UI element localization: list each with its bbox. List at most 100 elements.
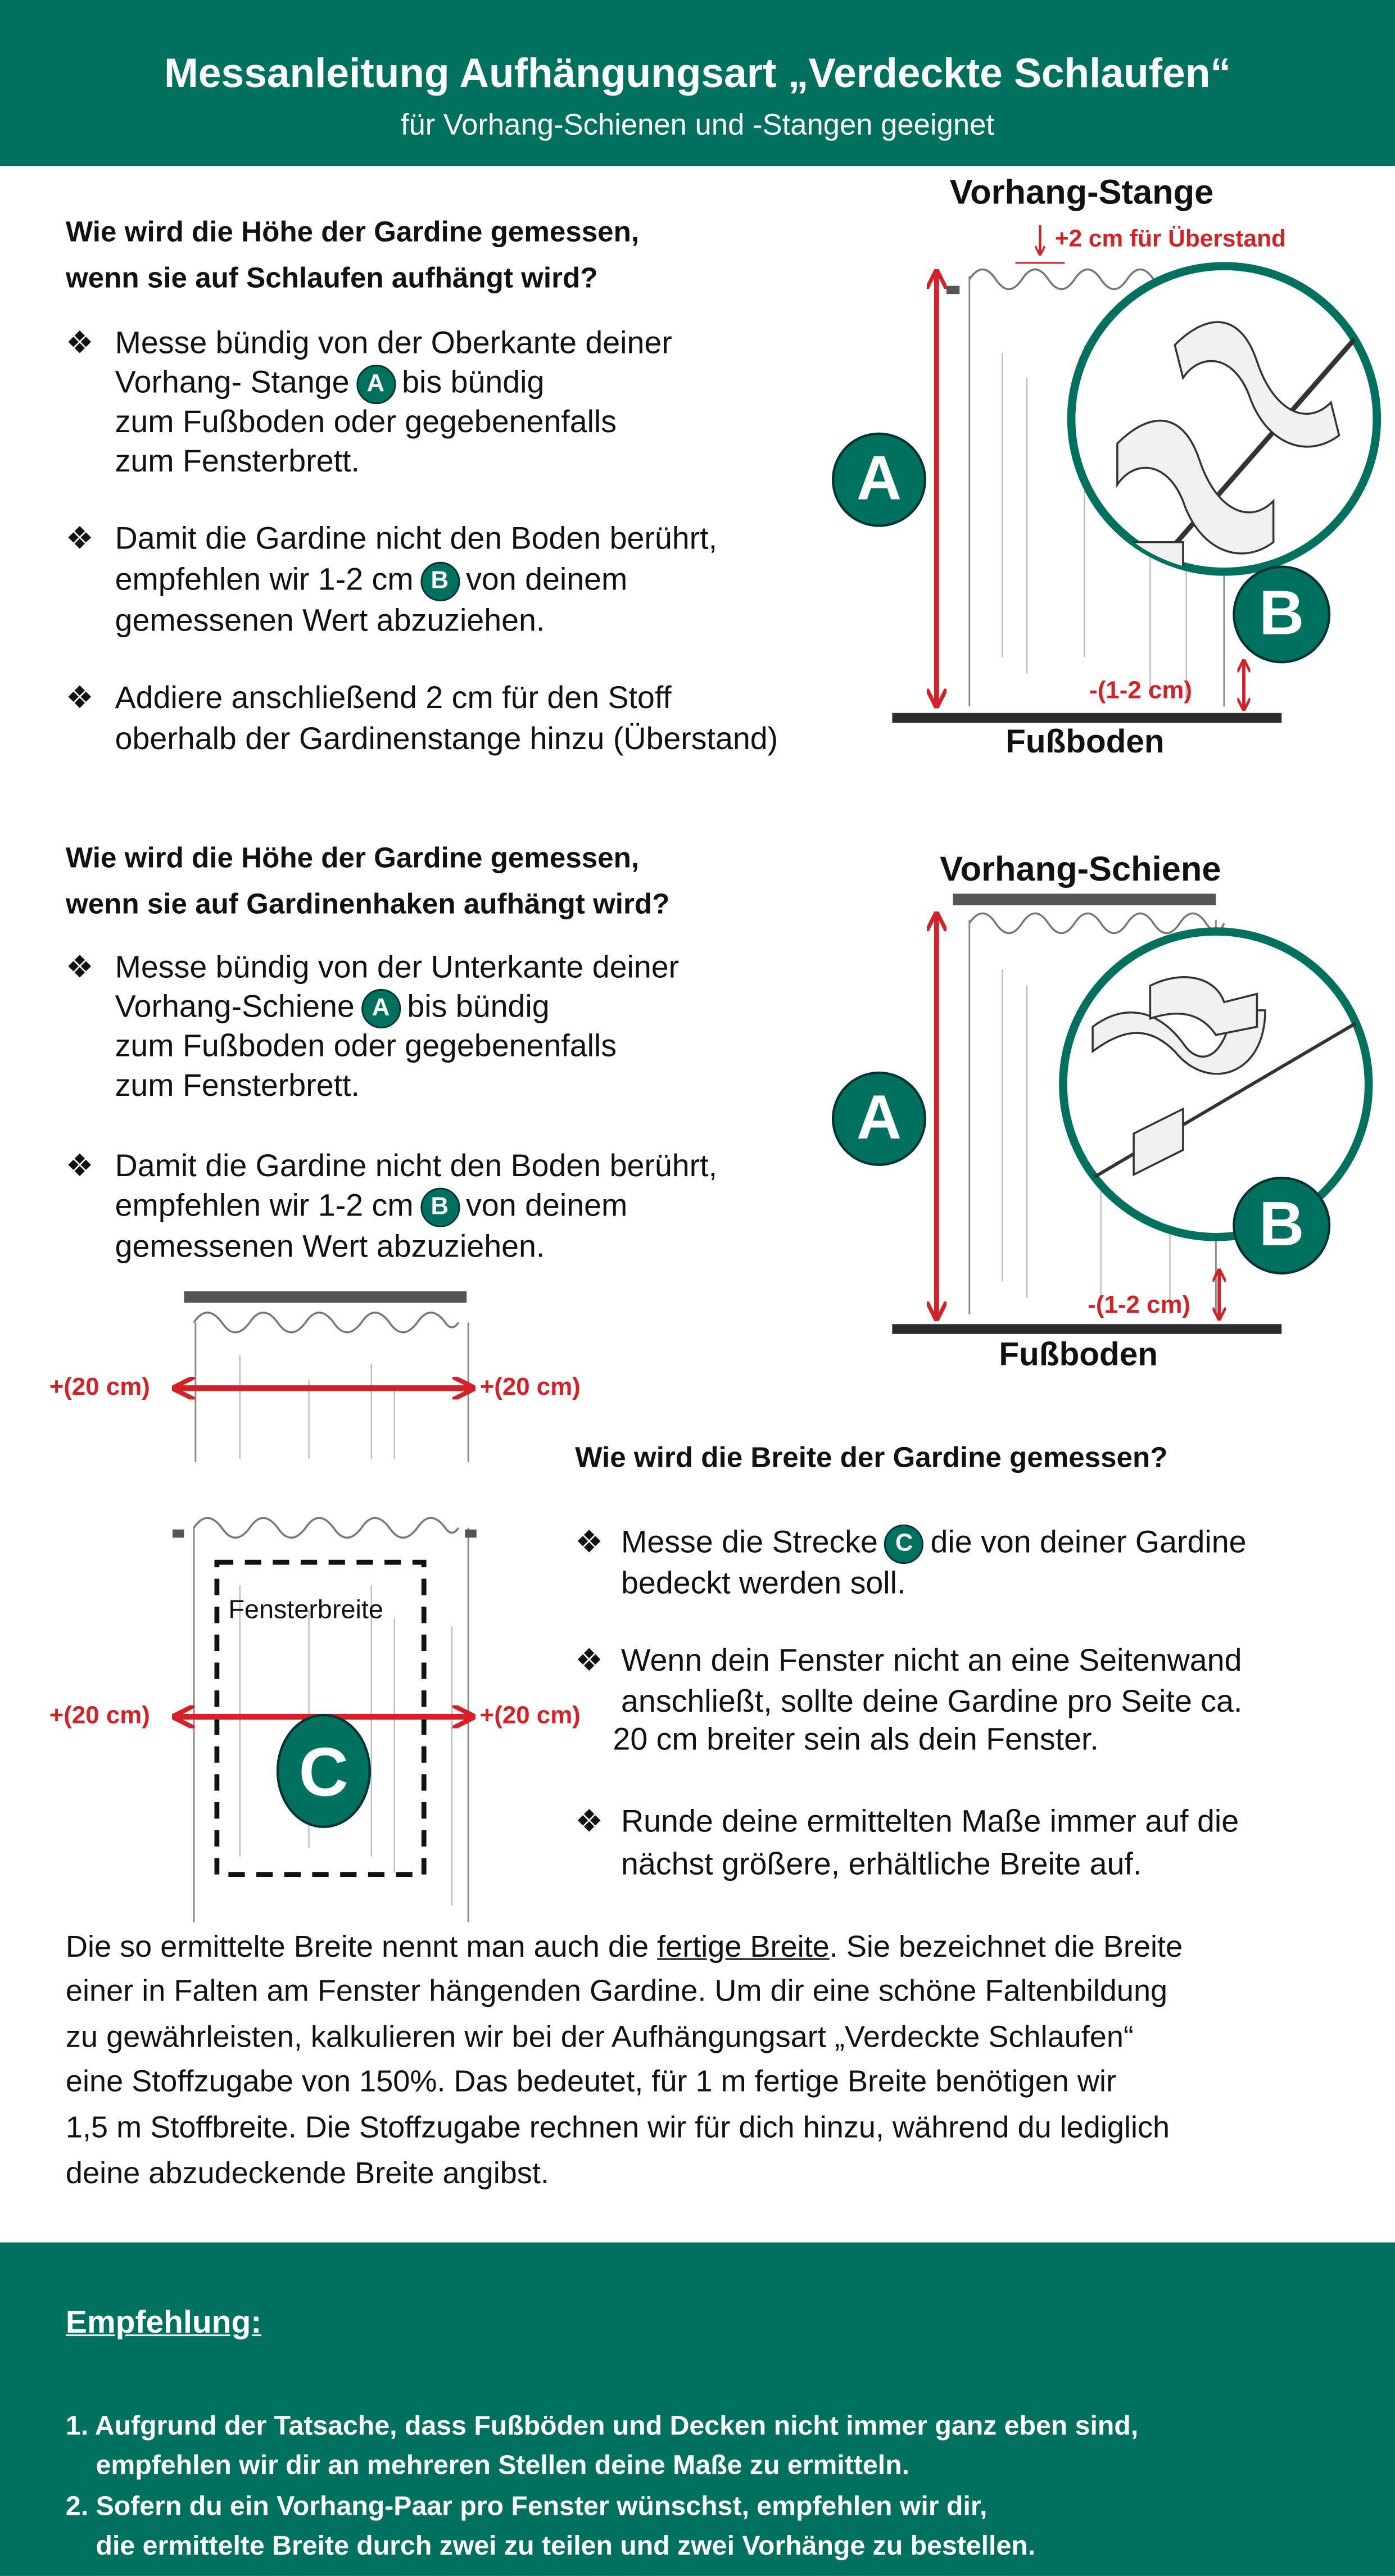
marker-b: B [1259, 1191, 1305, 1260]
floor-line [892, 713, 1282, 723]
gap-label: -(1-2 cm) [1089, 677, 1192, 705]
hook-fabric [1091, 1009, 1266, 1075]
badge-a: A [361, 988, 401, 1029]
floor-label: Fußboden [1006, 724, 1165, 761]
text: empfehlen wir 1-2 cm [115, 563, 414, 598]
diamond-bullet-icon: ❖ [575, 1526, 604, 1561]
diamond-bullet-icon: ❖ [65, 326, 94, 362]
text: Vorhang-Schiene [115, 990, 355, 1026]
section3-heading: Wie wird die Breite der Gardine gemessen… [575, 1440, 1168, 1474]
diamond-bullet-icon: ❖ [65, 682, 94, 716]
marker-c: C [298, 1733, 349, 1811]
header-band: Messanleitung Aufhängungsart „Verdeckte … [0, 0, 1395, 166]
rod-end-left [946, 285, 960, 294]
instruction-line: anschließt, sollte deine Gardine pro Sei… [621, 1685, 1243, 1720]
instruction-line: Wenn dein Fenster nicht an eine Seitenwa… [621, 1644, 1242, 1679]
instruction-line: 20 cm breiter sein als dein Fenster. [613, 1723, 1099, 1758]
extra-right-label: +(20 cm) [479, 1373, 581, 1402]
recommendation-item: die ermittelte Breite durch zwei zu teil… [65, 2531, 1036, 2561]
marker-b-circle [1233, 565, 1331, 664]
paragraph-line: zu gewährleisten, kalkulieren wir bei de… [65, 2019, 1134, 2054]
badge-a: A [356, 364, 396, 405]
paragraph-line: eine Stoffzugabe von 150%. Das bedeutet,… [65, 2063, 1116, 2098]
text: von deinem [466, 1189, 628, 1224]
loop-detail-magnifier [1067, 262, 1382, 576]
marker-b: B [1259, 579, 1305, 649]
diamond-bullet-icon: ❖ [65, 951, 94, 986]
section1-heading: wenn sie auf Schlaufen aufhängt wird? [65, 261, 598, 294]
marker-a: A [856, 1084, 902, 1154]
recommendation-band: Empfehlung: 1. Aufgrund der Tatsache, da… [0, 2242, 1395, 2576]
extra-right-label: +(20 cm) [479, 1702, 581, 1730]
recommendation-item: 1. Aufgrund der Tatsache, dass Fußböden … [65, 2411, 1139, 2442]
paragraph-line: 1,5 m Stoffbreite. Die Stoffzugabe rechn… [65, 2109, 1170, 2144]
instruction-line: bedeckt werden soll. [621, 1567, 906, 1602]
rail [953, 894, 1216, 905]
instruction-line: zum Fensterbrett. [115, 1069, 360, 1104]
marker-c-circle [276, 1713, 371, 1829]
paragraph-line: deine abzudeckende Breite angibst. [65, 2155, 549, 2190]
text: Die so ermittelte Breite nennt man auch … [65, 1929, 658, 1963]
width-diagram-bottom [173, 1517, 477, 1922]
floor-label: Fußboden [999, 1337, 1158, 1373]
diamond-bullet-icon: ❖ [575, 1644, 604, 1679]
overhang-label: +2 cm für Überstand [1054, 226, 1286, 253]
loop-fabric [1174, 321, 1340, 448]
instruction-line: Runde deine ermittelten Maße immer auf d… [621, 1805, 1239, 1840]
text: Vorhang- Stange [115, 366, 350, 401]
diamond-bullet-icon: ❖ [575, 1805, 604, 1840]
badge-c: C [884, 1524, 924, 1564]
text: bis bündig [402, 366, 545, 401]
text: die von deiner Gardine [930, 1526, 1247, 1561]
instruction-line: gemessenen Wert abzuziehen. [115, 1230, 545, 1266]
diamond-bullet-icon: ❖ [65, 1150, 94, 1185]
recommendation-item: empfehlen wir dir an mehreren Stellen de… [65, 2451, 910, 2481]
curtain-rod-diagram [831, 225, 1382, 723]
term-fertige-breite: fertige Breite [657, 1929, 830, 1963]
instruction-line: Addiere anschließend 2 cm für den Stoff [115, 682, 672, 716]
instruction-line: oberhalb der Gardinenstange hinzu (Übers… [115, 723, 778, 758]
rod-label: Vorhang-Stange [949, 174, 1214, 212]
page-title: Messanleitung Aufhängungsart „Verdeckte … [164, 51, 1231, 97]
section1-heading: Wie wird die Höhe der Gardine gemessen, [65, 215, 640, 248]
paragraph-line: Die so ermittelte Breite nennt man auch … [66, 1927, 1183, 1966]
instruction-line: Messe bündig von der Unterkante deiner [115, 951, 680, 986]
marker-a-circle [831, 432, 927, 527]
floor-line [892, 1324, 1282, 1334]
marker-a: A [856, 445, 902, 515]
gap-label: -(1-2 cm) [1088, 1291, 1191, 1319]
recommendation-item: 2. Sofern du ein Vorhang-Paar pro Fenste… [65, 2492, 988, 2522]
text: bis bündig [407, 990, 550, 1026]
instruction-line: Damit die Gardine nicht den Boden berühr… [115, 522, 718, 557]
badge-b: B [420, 561, 460, 601]
instruction-line: zum Fensterbrett. [115, 445, 360, 480]
section2-heading: Wie wird die Höhe der Gardine gemessen, [65, 841, 640, 874]
instruction-line: gemessenen Wert abzuziehen. [115, 604, 545, 640]
text: empfehlen wir 1-2 cm [115, 1189, 414, 1224]
instruction-line: Damit die Gardine nicht den Boden berühr… [115, 1150, 718, 1185]
paragraph-line: einer in Falten am Fenster hängenden Gar… [65, 1973, 1168, 2008]
instruction-line: nächst größere, erhältliche Breite auf. [621, 1848, 1142, 1883]
text: . Sie bezeichnet die Breite [829, 1929, 1183, 1963]
instruction-line: zum Fußboden oder gegebenenfalls [115, 406, 617, 441]
recommendation-title: Empfehlung: [65, 2305, 262, 2341]
curtain-rail-diagram [831, 894, 1373, 1334]
page-subtitle: für Vorhang-Schienen und -Stangen geeign… [400, 108, 995, 142]
diamond-bullet-icon: ❖ [65, 522, 94, 557]
width-diagram-top [174, 1291, 473, 1462]
text: Messe die Strecke [621, 1526, 878, 1561]
instruction-line: Messe bündig von der Oberkante deiner [115, 326, 672, 362]
window-width-label: Fensterbreite [228, 1597, 383, 1625]
text: von deinem [466, 563, 628, 598]
instruction-line: zum Fußboden oder gegebenenfalls [115, 1030, 617, 1065]
rail-label: Vorhang-Schiene [940, 851, 1221, 889]
extra-left-label: +(20 cm) [49, 1373, 150, 1402]
badge-b: B [420, 1187, 460, 1227]
